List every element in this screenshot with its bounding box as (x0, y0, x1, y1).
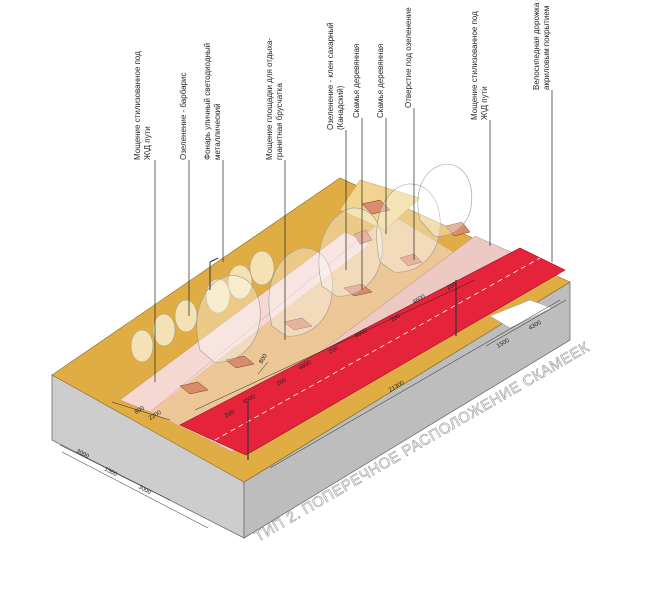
bench (361, 199, 391, 215)
label-rest-area-paving: Мощение площадки для отдыха- гранитная б… (265, 36, 284, 160)
bench (283, 317, 313, 331)
label-greenery-barberry: Озеленение - барбарис (179, 73, 188, 160)
dim-gap-4: 200 (390, 313, 402, 324)
dim-section-2: 1500 (103, 466, 118, 478)
dim-near-width-1: 800 (134, 405, 146, 416)
bench (399, 253, 423, 267)
tree-canopy (196, 275, 261, 363)
label-paving-rail-left: Мощение стилизованное под Ж\Д пути (133, 49, 152, 160)
dim-gap-1: 200 (224, 409, 236, 420)
dim-section-3: 3000 (137, 484, 152, 496)
tree-canopy (376, 183, 441, 273)
label-bike-lane: Велосипедная дорожка с акриловым покрыти… (532, 0, 551, 90)
label-bench-wood-1: Скамья деревянная (352, 44, 361, 118)
maple-trees (196, 163, 472, 363)
shrub (227, 264, 253, 300)
shrub (130, 329, 154, 363)
shrub (152, 313, 176, 347)
barberry-shrubs (130, 250, 275, 363)
shrub (205, 278, 231, 314)
dim-gap-2: 200 (276, 377, 288, 388)
shrub (249, 250, 275, 286)
bench (445, 221, 471, 237)
lamp-arm (209, 257, 219, 263)
bench (179, 381, 209, 395)
label-street-lamp: Фонарь уличный светодиодный металлически… (203, 41, 222, 160)
bike-lane-centerline (214, 257, 541, 441)
tree-canopy (318, 207, 383, 297)
leader-lines (154, 90, 553, 382)
dim-gap-3: 200 (328, 345, 340, 356)
label-bench-wood-2: Скамья деревянная (376, 44, 385, 118)
dim-section-1: 3000 (75, 448, 90, 460)
dim-bench-offset: 800 (259, 353, 270, 365)
tree-canopy (417, 163, 472, 237)
label-tree-opening: Отверстие под озеленение (404, 7, 413, 108)
dim-gap-5: 200 (446, 281, 458, 292)
shrub (174, 299, 198, 333)
label-greenery-maple: Озеленение - клен сахарный (Канадский) (326, 20, 345, 130)
lamp-posts (209, 257, 457, 460)
dimension-lines (59, 279, 567, 529)
callout-labels: Мощение стилизованное под Ж\Д пути Озеле… (133, 0, 551, 160)
label-paving-rail-right: Мощение стилизованное под Ж\Д пути (470, 9, 489, 120)
